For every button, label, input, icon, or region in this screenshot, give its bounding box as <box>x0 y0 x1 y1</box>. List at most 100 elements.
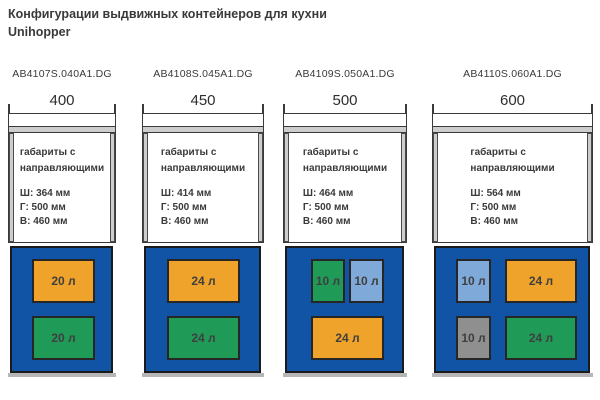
product-code: AB4110S.060A1.DG <box>463 68 562 80</box>
cabinet-column: AB4107S.040A1.DG 400 габариты с направля… <box>8 60 116 390</box>
spec-width-value: Ш: 464 мм <box>302 188 354 199</box>
width-dimension-label: 600 <box>499 92 526 109</box>
dimensions-spec: габариты с направляющими Ш: 414 мм Г: 50… <box>148 133 258 242</box>
base-strip <box>283 373 407 377</box>
spec-height-value: В: 460 мм <box>160 216 209 227</box>
spec-title-line2: направляющими <box>19 163 105 174</box>
container-volume-label: 24 л <box>191 274 216 288</box>
spec-height-value: В: 460 мм <box>470 216 518 227</box>
base-strip <box>432 373 593 377</box>
base-strip <box>142 373 264 377</box>
width-dimension-label: 450 <box>190 92 216 109</box>
product-code: AB4107S.040A1.DG <box>12 68 112 80</box>
mounting-rail-bar <box>433 127 592 133</box>
dimension-tick-right <box>405 104 407 114</box>
spec-title-line2: направляющими <box>302 163 388 174</box>
dimensions-spec: габариты с направляющими Ш: 464 мм Г: 50… <box>289 133 401 242</box>
product-code: AB4108S.045A1.DG <box>153 68 253 80</box>
width-dimension-label: 500 <box>332 92 358 109</box>
spec-depth-value: Г: 500 мм <box>302 202 349 213</box>
cabinet-outline: габариты с направляющими Ш: 364 мм Г: 50… <box>8 113 116 243</box>
page-title: Конфигурации выдвижных контейнеров для к… <box>8 5 327 41</box>
right-guide-rail <box>258 133 263 242</box>
spec-title-line1: габариты с <box>160 147 217 158</box>
drawer-frame: 20 л 20 л <box>10 246 113 373</box>
container-box: 24 л <box>167 259 240 303</box>
drawer-frame: 24 л 24 л <box>144 246 261 373</box>
container-volume-label: 20 л <box>51 274 76 288</box>
right-guide-rail <box>587 133 592 242</box>
container-volume-label: 24 л <box>335 331 360 345</box>
dimension-tick-right <box>262 104 264 114</box>
container-box: 10 л <box>456 259 491 303</box>
spec-height-value: В: 460 мм <box>302 216 351 227</box>
spec-gap <box>470 177 554 187</box>
spec-width-value: Ш: 414 мм <box>160 188 212 199</box>
mounting-rail-bar <box>143 127 263 133</box>
spec-height-value: В: 460 мм <box>19 216 68 227</box>
container-volume-label: 20 л <box>51 331 76 345</box>
container-volume-label: 24 л <box>528 274 554 288</box>
cabinet-top-panel <box>433 114 592 127</box>
container-box: 24 л <box>505 316 577 360</box>
mounting-rail-bar <box>284 127 406 133</box>
left-guide-rail <box>143 133 148 242</box>
right-guide-rail <box>401 133 406 242</box>
cabinet-top-panel <box>9 114 115 127</box>
container-volume-label: 10 л <box>461 274 486 288</box>
dimensions-spec-text: габариты с направляющими Ш: 464 мм Г: 50… <box>303 145 387 242</box>
cabinet-outline: габариты с направляющими Ш: 464 мм Г: 50… <box>283 113 407 243</box>
dimension-tick-left <box>8 104 10 114</box>
dimensions-spec-text: габариты с направляющими Ш: 414 мм Г: 50… <box>161 145 245 242</box>
left-guide-rail <box>9 133 14 242</box>
spec-gap <box>161 177 245 187</box>
product-code: AB4109S.050A1.DG <box>295 68 395 80</box>
spec-title-line2: направляющими <box>470 163 555 174</box>
container-box: 20 л <box>32 316 95 360</box>
container-volume-label: 10 л <box>315 274 341 288</box>
drawer-frame: 10 л 24 л 10 л 24 л <box>434 246 590 373</box>
spec-title-line1: габариты с <box>470 147 526 158</box>
left-guide-rail <box>433 133 438 242</box>
dimensions-spec: габариты с направляющими Ш: 564 мм Г: 50… <box>438 133 587 242</box>
dimension-tick-right <box>114 104 116 114</box>
container-box: 10 л <box>311 259 345 303</box>
left-guide-rail <box>284 133 289 242</box>
cabinet-top-panel <box>143 114 263 127</box>
spec-width-value: Ш: 364 мм <box>19 188 71 199</box>
dimension-tick-left <box>142 104 144 114</box>
page-title-line1: Конфигурации выдвижных контейнеров для к… <box>8 7 327 21</box>
cabinet-outline: габариты с направляющими Ш: 414 мм Г: 50… <box>142 113 264 243</box>
right-guide-rail <box>110 133 115 242</box>
spec-depth-value: Г: 500 мм <box>470 202 517 213</box>
container-volume-label: 10 л <box>354 274 379 288</box>
spec-depth-value: Г: 500 мм <box>19 202 66 213</box>
dimension-tick-left <box>432 104 434 114</box>
mounting-rail-bar <box>9 127 115 133</box>
base-strip <box>8 373 116 377</box>
container-box: 20 л <box>32 259 95 303</box>
spec-title-line2: направляющими <box>160 163 246 174</box>
container-box: 24 л <box>505 259 577 303</box>
dimension-tick-left <box>283 104 285 114</box>
cabinet-top-panel <box>284 114 406 127</box>
spec-title-line1: габариты с <box>302 147 359 158</box>
dimensions-spec-text: габариты с направляющими Ш: 364 мм Г: 50… <box>20 145 104 242</box>
spec-width-value: Ш: 564 мм <box>470 188 521 199</box>
page-title-line2: Unihopper <box>8 25 71 39</box>
cabinet-column: AB4108S.045A1.DG 450 габариты с направля… <box>142 60 264 390</box>
container-box: 24 л <box>167 316 240 360</box>
cabinet-outline: габариты с направляющими Ш: 564 мм Г: 50… <box>432 113 593 243</box>
dimensions-spec: габариты с направляющими Ш: 364 мм Г: 50… <box>14 133 110 242</box>
spec-title-line1: габариты с <box>19 147 76 158</box>
container-box: 10 л <box>349 259 384 303</box>
cabinet-column: AB4109S.050A1.DG 500 габариты с направля… <box>283 60 407 390</box>
dimensions-spec-text: габариты с направляющими Ш: 564 мм Г: 50… <box>470 145 554 242</box>
drawer-frame: 10 л 10 л 24 л <box>285 246 404 373</box>
width-dimension-label: 400 <box>49 92 75 109</box>
spec-gap <box>303 177 387 187</box>
container-box: 24 л <box>311 316 384 360</box>
container-box: 10 л <box>456 316 491 360</box>
spec-depth-value: Г: 500 мм <box>160 202 207 213</box>
